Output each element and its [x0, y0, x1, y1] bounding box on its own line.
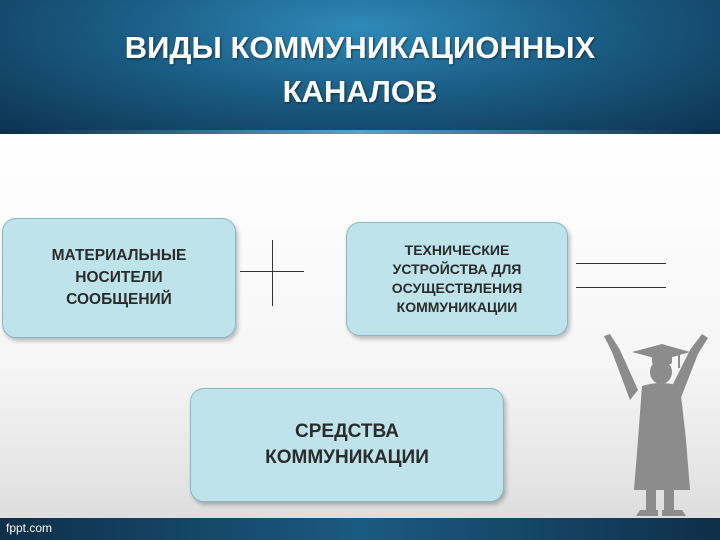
- box-means-of-communication: СРЕДСТВА КОММУНИКАЦИИ: [190, 388, 504, 502]
- double-line-top: [576, 263, 666, 264]
- double-line-bottom: [576, 287, 666, 288]
- box-technical-line-1: ТЕХНИЧЕСКИЕ: [404, 242, 510, 258]
- slide-title-line-2: КАНАЛОВ: [282, 74, 438, 109]
- slide-title-line-1: ВИДЫ КОММУНИКАЦИОННЫХ: [124, 30, 596, 65]
- header-banner: [0, 0, 720, 132]
- box-material-line-1: МАТЕРИАЛЬНЫЕ: [51, 247, 187, 264]
- header-divider: [0, 130, 720, 134]
- box-material-line-3: СООБЩЕНИЙ: [66, 291, 172, 308]
- box-technical-line-4: КОММУНИКАЦИИ: [396, 299, 518, 315]
- cross-line-vertical: [272, 240, 273, 306]
- box-technical-line-2: УСТРОЙСТВА ДЛЯ: [392, 261, 522, 277]
- footer-bar: fppt.com: [0, 518, 720, 540]
- box-material-carriers: МАТЕРИАЛЬНЫЕ НОСИТЕЛИ СООБЩЕНИЙ: [2, 218, 236, 338]
- box-means-line-2: КОММУНИКАЦИИ: [265, 447, 429, 468]
- box-material-line-2: НОСИТЕЛИ: [75, 269, 163, 286]
- box-technical-devices: ТЕХНИЧЕСКИЕ УСТРОЙСТВА ДЛЯ ОСУЩЕСТВЛЕНИЯ…: [346, 222, 568, 336]
- slide-title: ВИДЫ КОММУНИКАЦИОННЫХ КАНАЛОВ: [40, 26, 680, 114]
- cross-line-horizontal: [240, 271, 304, 272]
- graduate-silhouette-icon: [604, 334, 708, 516]
- box-means-line-1: СРЕДСТВА: [295, 421, 399, 442]
- box-technical-line-3: ОСУЩЕСТВЛЕНИЯ: [391, 280, 523, 296]
- footer-brand-text: fppt.com: [6, 521, 53, 535]
